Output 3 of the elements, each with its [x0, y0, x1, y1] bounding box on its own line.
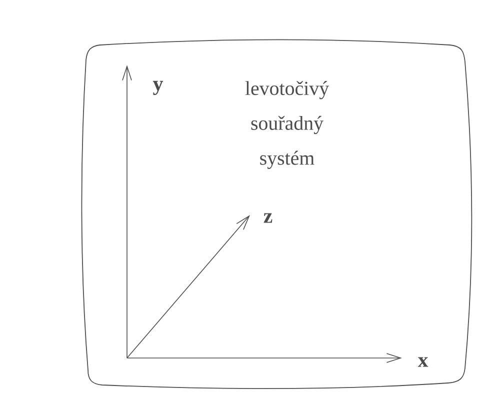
axis-label: x [418, 357, 428, 367]
axis-label: y [152, 80, 164, 96]
axis-label: z [264, 213, 272, 223]
